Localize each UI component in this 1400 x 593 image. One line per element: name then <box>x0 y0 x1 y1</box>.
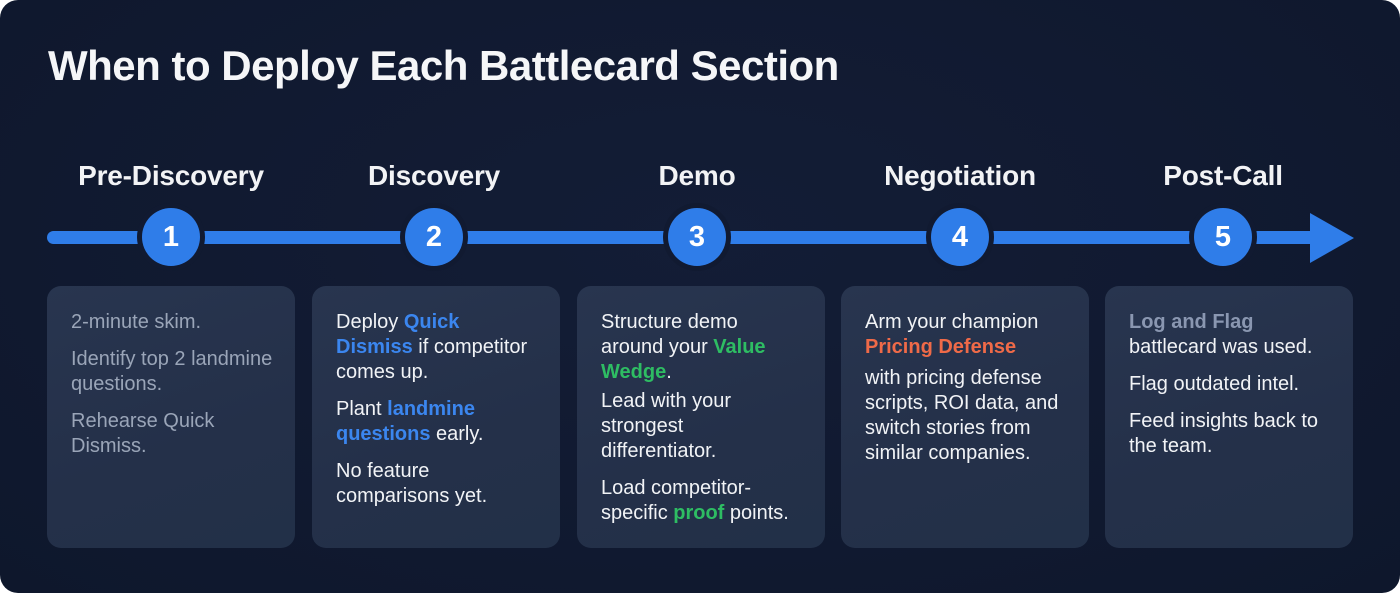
step-badge-5: 5 <box>1194 208 1252 266</box>
card-text: Identify top 2 landmine questions. <box>71 348 273 395</box>
card-text: Load competitor-specific proof points. <box>601 476 803 526</box>
step-badge-4: 4 <box>931 208 989 266</box>
text-segment: Structure demo around your <box>601 311 738 358</box>
card-text: Flag outdated intel. <box>1129 373 1300 395</box>
highlight-value-wedge: Value Wedge <box>601 336 766 383</box>
text-segment: with pricing defense scripts, ROI data, … <box>865 367 1059 464</box>
step-badge-3: 3 <box>668 208 726 266</box>
card-text: Rehearse Quick Dismiss. <box>71 410 215 457</box>
card-text: No feature comparisons yet. <box>336 460 488 507</box>
text-segment: battlecard was used. <box>1129 336 1313 358</box>
arrow-head-icon <box>1310 213 1354 263</box>
highlight-log-and-flag: Log and Flag <box>1129 311 1254 333</box>
card-text: Plant landmine questions early. <box>336 397 538 447</box>
phase-card-post-call: Log and Flag battlecard was used. Flag ou… <box>1105 286 1353 548</box>
step-badge-2: 2 <box>405 208 463 266</box>
phase-label-post-call: Post-Call <box>1163 160 1283 191</box>
highlight-proof: proof <box>673 502 725 524</box>
card-text: Structure demo around your Value Wedge. <box>601 310 803 385</box>
card-text: 2-minute skim. <box>71 311 202 333</box>
card-text: Deploy Quick Dismiss if competitor comes… <box>336 310 538 385</box>
phase-label-demo: Demo <box>658 160 736 191</box>
phase-label-negotiation: Negotiation <box>884 160 1036 191</box>
card-text: Lead with your strongest differentiator. <box>601 390 732 462</box>
step-badge-1: 1 <box>142 208 200 266</box>
phase-card-demo: Structure demo around your Value Wedge. … <box>577 286 825 548</box>
text-segment: points. <box>724 502 789 524</box>
highlight-landmine-questions: landmine questions <box>336 398 475 445</box>
text-segment: Deploy <box>336 311 404 333</box>
text-segment: Load competitor-specific <box>601 477 752 524</box>
phase-card-discovery: Deploy Quick Dismiss if competitor comes… <box>312 286 560 548</box>
card-text: Feed insights back to the team. <box>1129 410 1318 457</box>
card-text: Log and Flag battlecard was used. <box>1129 310 1331 360</box>
phase-label-pre-discovery: Pre-Discovery <box>78 160 264 191</box>
text-segment: . <box>666 361 672 383</box>
text-segment: early. <box>430 423 484 445</box>
highlight-pricing-defense: Pricing Defense <box>865 336 1017 358</box>
phase-label-discovery: Discovery <box>367 160 501 191</box>
phase-card-pre-discovery: 2-minute skim. Identify top 2 landmine q… <box>47 286 295 548</box>
text-segment: Plant <box>336 398 388 420</box>
page-title: When to Deploy Each Battlecard Section <box>48 42 839 89</box>
text-segment: Arm your champion <box>865 311 1039 333</box>
highlight-quick-dismiss: Quick Dismiss <box>336 311 460 358</box>
text-segment: if competitor comes up. <box>336 336 528 383</box>
